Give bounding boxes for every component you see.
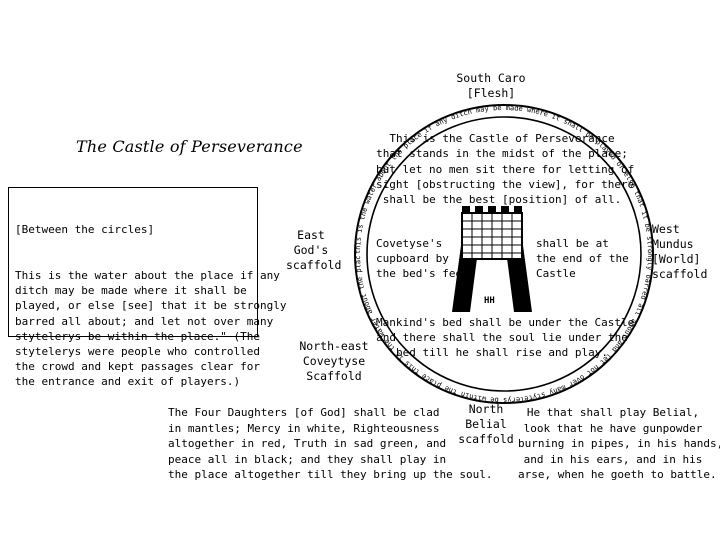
cupboard-note: Covetyse's cupboard by the bed's feet <box>376 237 469 280</box>
water-note-body: This is the water about the place if any… <box>15 269 287 389</box>
belial-note: He that shall play Belial, look that he … <box>518 406 720 481</box>
water-note-box: [Between the circles] This is the water … <box>8 187 287 388</box>
east-scaffold-label: East God's scaffold <box>286 228 342 272</box>
bed-note: Mankind's bed shall be under the Castle … <box>376 316 635 359</box>
northeast-scaffold-label: North-east Coveytyse Scaffold <box>299 339 369 383</box>
daughters-note: The Four Daughters [of God] shall be cla… <box>168 406 493 481</box>
castle-end-note: shall be at the end of the Castle <box>536 237 629 280</box>
west-scaffold-label: West Mundus [World] scaffold <box>652 222 708 281</box>
castle-door: HH <box>484 296 495 306</box>
diagram-title: The Castle of Perseverance <box>76 137 303 156</box>
castle-tower <box>452 206 532 312</box>
north-scaffold-label: North Belial scaffold <box>458 402 514 446</box>
castle-note: This is the Castle of Perseverance that … <box>376 132 635 207</box>
outer-circle <box>354 104 654 404</box>
south-scaffold-label: South Caro [Flesh] <box>456 71 526 100</box>
inner-circle <box>366 116 642 392</box>
water-note-heading: [Between the circles] <box>15 223 155 237</box>
